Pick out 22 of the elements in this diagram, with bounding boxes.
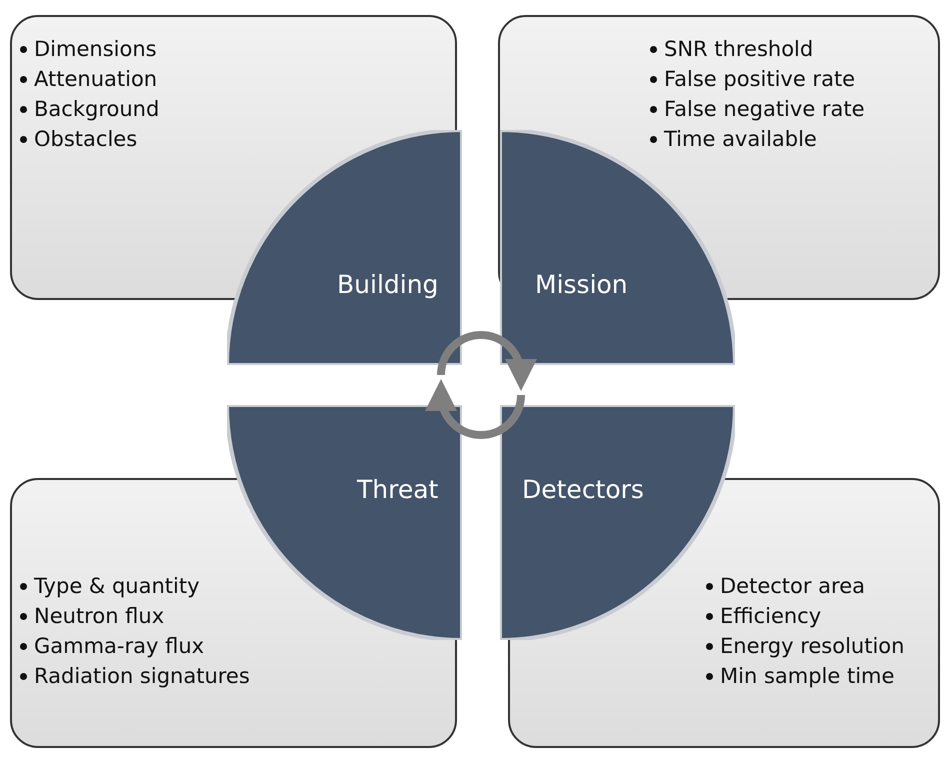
bullet-item: Dimensions <box>34 36 157 63</box>
bullet-item: Radiation signatures <box>34 663 250 690</box>
bullet-item: False negative rate <box>664 96 865 123</box>
bullet-item: SNR threshold <box>664 36 814 63</box>
bullet-item: Background <box>34 96 160 123</box>
bullet-item: Min sample time <box>720 663 894 690</box>
segment-label: Mission <box>535 270 628 299</box>
segment-label: Threat <box>357 475 438 504</box>
bullet-item: Obstacles <box>34 126 138 153</box>
cycle-arrow <box>437 331 536 391</box>
bullet-item: Neutron flux <box>34 603 164 630</box>
bullet-item: Gamma-ray flux <box>34 633 204 660</box>
bullet-item: Energy resolution <box>720 633 904 660</box>
bullet-item: False positive rate <box>664 66 856 93</box>
bullet-item: Efficiency <box>720 603 822 630</box>
bullet-item: Detector area <box>720 573 866 600</box>
bullet-item: Type & quantity <box>34 573 200 600</box>
bullet-item: Time available <box>664 126 817 153</box>
cycle-arrow <box>426 379 525 439</box>
segment-label: Detectors <box>522 475 644 504</box>
segment-label: Building <box>337 270 438 299</box>
bullet-item: Attenuation <box>34 66 158 93</box>
